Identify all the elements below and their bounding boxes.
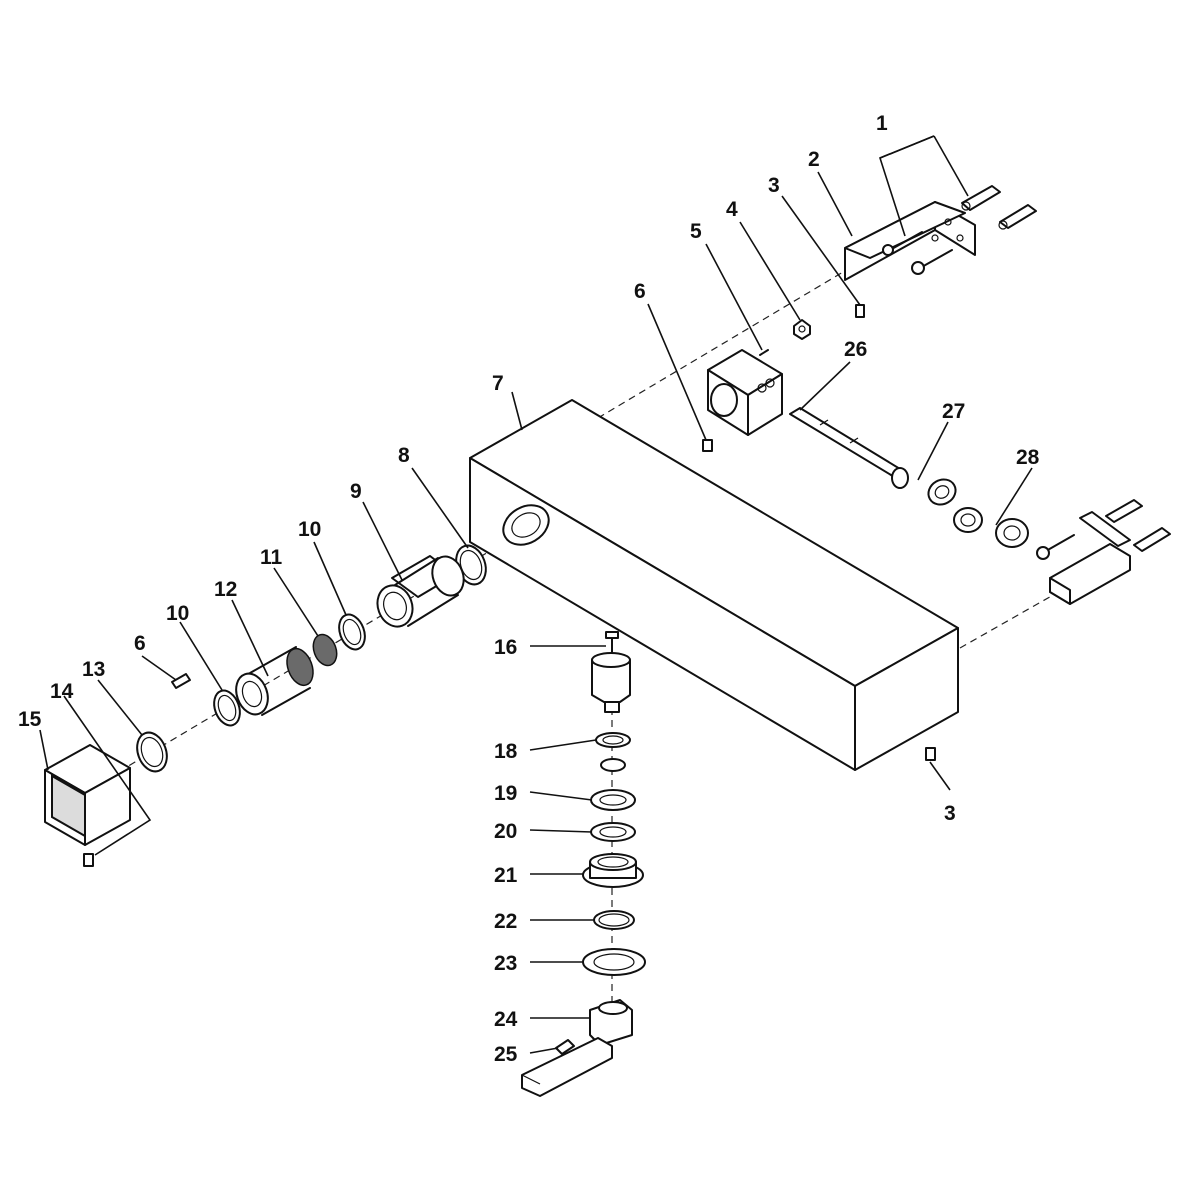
label-part-15: 15: [18, 708, 42, 731]
label-part-6-upper: 6: [634, 280, 646, 303]
label-part-18: 18: [494, 740, 518, 763]
label-part-3-lower: 3: [944, 802, 956, 825]
part-9-sleeve: [376, 555, 465, 628]
part-16-valve-cartridge: [591, 631, 631, 713]
part-28-coupling-a: [953, 507, 983, 533]
label-part-9: 9: [350, 480, 362, 503]
label-part-19: 19: [494, 782, 517, 805]
part-1-wall-plug-a: [961, 185, 1001, 211]
part-1-screw-b: [911, 249, 953, 275]
label-part-14: 14: [50, 680, 74, 703]
label-part-3-upper: 3: [768, 174, 780, 197]
part-26-spindle: [789, 407, 909, 489]
part-10-o-ring-right: [338, 613, 366, 651]
label-part-25: 25: [494, 1043, 518, 1066]
part-12-cartridge: [235, 646, 314, 716]
part-connector-block: [707, 349, 783, 436]
part-15-end-cap: [44, 744, 131, 846]
part-24-lever-handle: [521, 999, 633, 1097]
label-part-20: 20: [494, 820, 517, 843]
part-27-fitting: [927, 478, 957, 506]
leader-lines: [39, 135, 1033, 1054]
part-25-grub-screw: [555, 1039, 575, 1055]
part-5-pin: [759, 349, 769, 356]
label-part-22: 22: [494, 910, 517, 933]
label-part-23: 23: [494, 952, 517, 975]
part-right-wall-plug-b: [1133, 527, 1171, 552]
label-part-5: 5: [690, 220, 702, 243]
part-7-mixer-body: [469, 399, 959, 771]
label-part-28: 28: [1016, 446, 1040, 469]
label-part-13: 13: [82, 658, 105, 681]
part-10-o-ring-left: [213, 689, 241, 727]
part-23-rosette: [582, 948, 646, 976]
label-part-4: 4: [726, 198, 738, 221]
part-14-grub-screw: [83, 853, 94, 867]
part-number-labels: 1 2 3 4 5 6 26 7 27 28 8 9 10 11 12 10 6…: [18, 112, 1040, 1066]
label-part-26: 26: [844, 338, 867, 361]
part-18-ring-set: [595, 732, 631, 772]
label-part-2: 2: [808, 148, 820, 171]
part-4-nut: [793, 319, 811, 340]
part-19-washer: [590, 789, 636, 811]
label-part-27: 27: [942, 400, 965, 423]
part-20-washer: [590, 822, 636, 842]
part-22-o-ring: [593, 910, 635, 930]
label-part-7: 7: [492, 372, 504, 395]
part-1-screw-a: [882, 231, 923, 256]
label-part-6-left: 6: [134, 632, 146, 655]
label-part-1: 1: [876, 112, 888, 135]
part-21-nut-ring: [582, 853, 644, 888]
part-2-wall-bracket: [844, 201, 976, 281]
label-part-10-left: 10: [166, 602, 189, 625]
label-part-8: 8: [398, 444, 410, 467]
label-part-10-right: 10: [298, 518, 321, 541]
part-3-grub-screw-upper: [855, 304, 865, 318]
part-6-grub-screw-upper: [702, 439, 713, 452]
part-6-grub-screw-left: [171, 673, 191, 689]
part-1-wall-plug-b: [998, 204, 1037, 230]
part-3-grub-screw-lower: [925, 747, 936, 761]
label-part-12: 12: [214, 578, 237, 601]
label-part-21: 21: [494, 864, 518, 887]
part-28-coupling-b: [995, 518, 1029, 548]
part-right-screw: [1036, 534, 1075, 560]
part-end-bracket-right: [1049, 511, 1131, 605]
label-part-24: 24: [494, 1008, 518, 1031]
part-13-o-ring: [136, 731, 168, 773]
label-part-11: 11: [260, 546, 283, 569]
part-right-wall-plug-a: [1105, 499, 1143, 523]
label-part-16: 16: [494, 636, 517, 659]
part-11-filter-screen: [312, 633, 338, 667]
